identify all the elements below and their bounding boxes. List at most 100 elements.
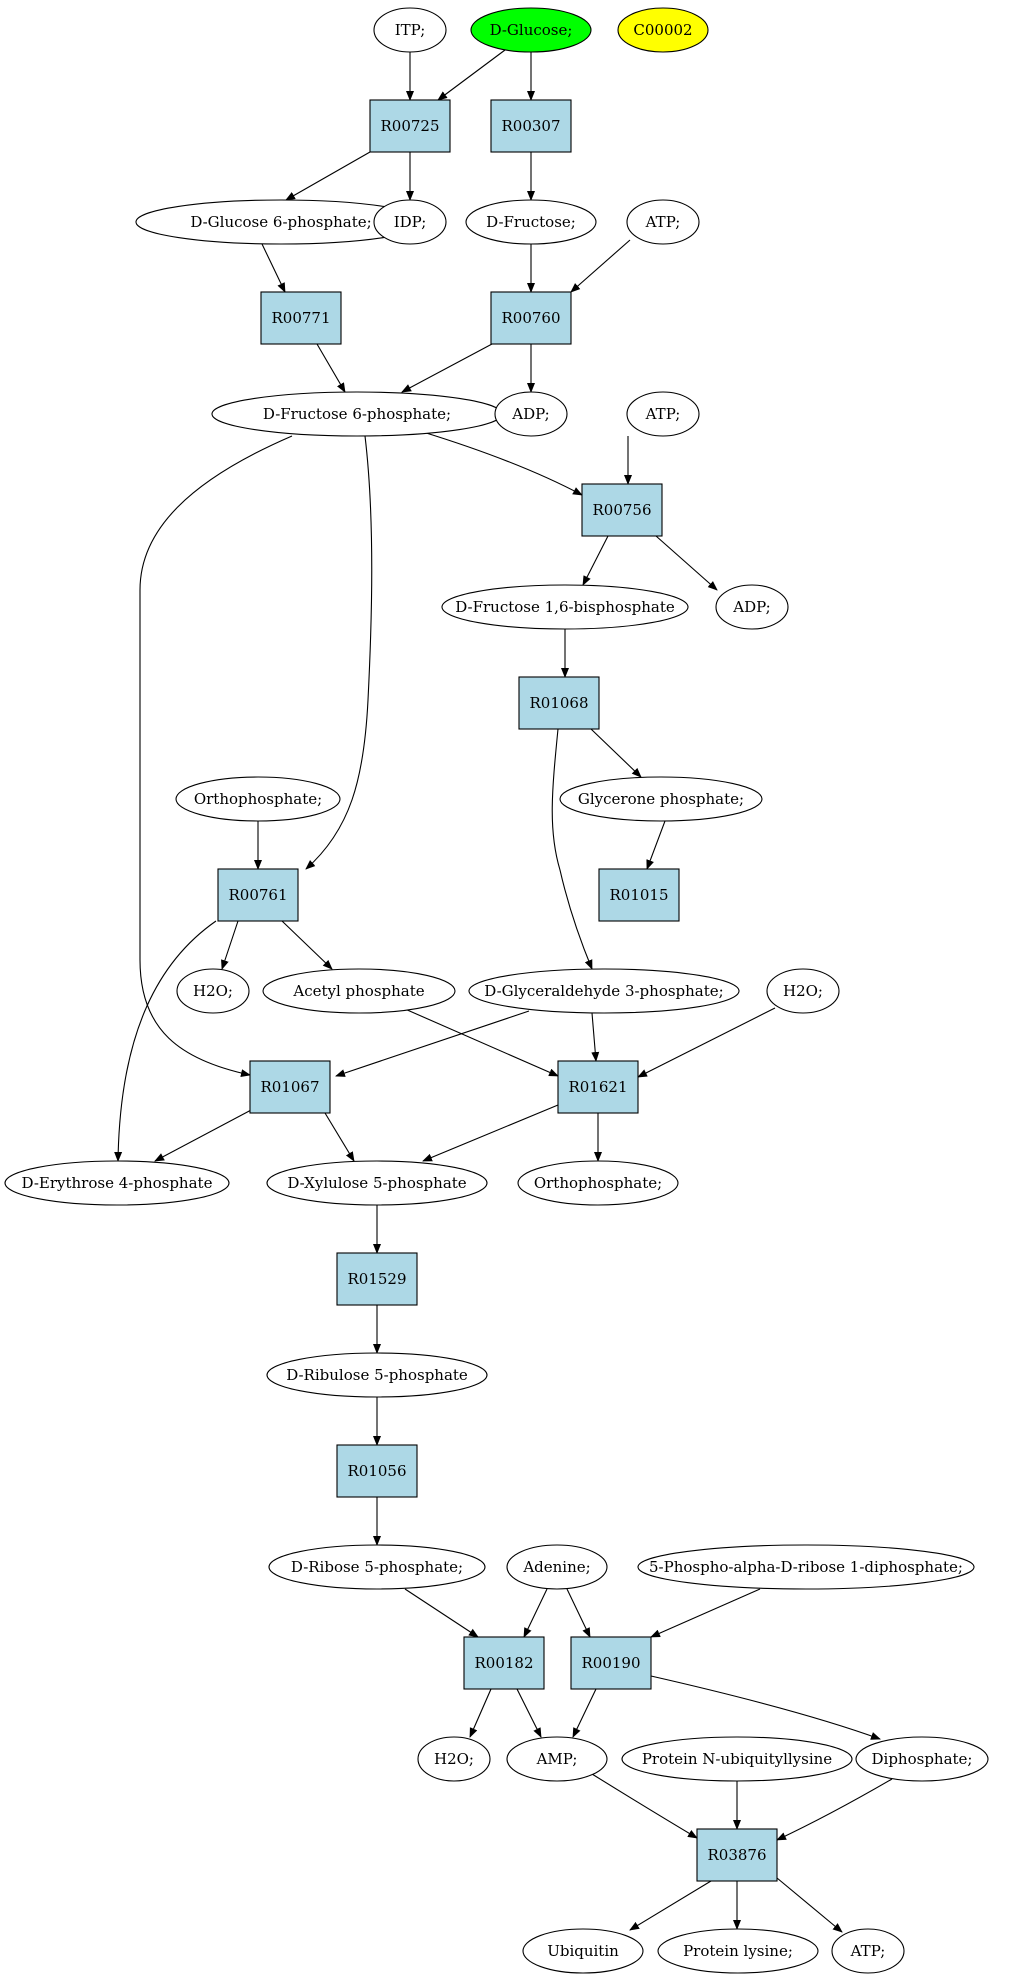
compound-node-protein-lysine[interactable]: Protein lysine;: [657, 1928, 819, 1974]
compound-ellipse: [176, 968, 250, 1014]
compound-node-protein-n-ubiq[interactable]: Protein N-ubiquityllysine: [621, 1736, 853, 1782]
reaction-node-r00761[interactable]: R00761: [217, 868, 299, 922]
compound-node-d-glucose-6p[interactable]: D-Glucose 6-phosphate;: [135, 199, 427, 245]
compound-ellipse: [626, 391, 700, 437]
compound-label: ATP;: [645, 213, 681, 231]
reaction-label: R00190: [581, 1654, 640, 1672]
reaction-node-r01015[interactable]: R01015: [598, 868, 680, 922]
compound-label: Diphosphate;: [872, 1750, 973, 1768]
edge-arrow: [335, 1010, 530, 1077]
compound-label: D-Xylulose 5-phosphate: [287, 1174, 466, 1192]
reaction-box: [463, 1636, 545, 1690]
edge-arrow: [582, 535, 609, 586]
edge-arrow: [629, 1880, 712, 1931]
reaction-node-r00190[interactable]: R00190: [570, 1636, 652, 1690]
compound-node-d-glyceraldehyde-3p[interactable]: D-Glyceraldehyde 3-phosphate;: [468, 968, 740, 1014]
reaction-label: R00725: [380, 117, 439, 135]
compound-node-adenine[interactable]: Adenine;: [506, 1544, 608, 1590]
compound-node-prpp[interactable]: 5-Phospho-alpha-D-ribose 1-diphosphate;: [637, 1544, 975, 1590]
compound-label: ATP;: [850, 1942, 886, 1960]
edge-arrow: [305, 435, 373, 870]
compound-ellipse: [441, 584, 689, 630]
compound-ellipse: [175, 776, 341, 822]
compound-label: D-Ribulose 5-phosphate: [286, 1366, 468, 1384]
compound-label: Adenine;: [522, 1558, 590, 1576]
reaction-label: R01067: [260, 1078, 319, 1096]
edge-arrow: [281, 920, 333, 970]
compound-node-diphosphate[interactable]: Diphosphate;: [855, 1736, 989, 1782]
edge-arrow: [551, 728, 593, 970]
compound-node-h2o2[interactable]: H2O;: [766, 968, 840, 1014]
reaction-box: [217, 868, 299, 922]
compound-node-adp1[interactable]: ADP;: [494, 391, 568, 437]
compound-ellipse: [621, 1736, 853, 1782]
compound-node-d-fructose-6p[interactable]: D-Fructose 6-phosphate;: [211, 391, 503, 437]
reaction-label: R03876: [707, 1846, 766, 1864]
edge-arrow: [590, 728, 642, 778]
edge-arrow: [139, 435, 293, 1078]
compound-label: ADP;: [511, 405, 549, 423]
compound-ellipse: [417, 1736, 491, 1782]
compound-ellipse: [626, 199, 700, 245]
reaction-node-r00756[interactable]: R00756: [581, 483, 663, 537]
compound-node-d-fructose[interactable]: D-Fructose;: [465, 199, 597, 245]
reaction-node-r00760[interactable]: R00760: [490, 291, 572, 345]
compound-label: 5-Phospho-alpha-D-ribose 1-diphosphate;: [649, 1558, 963, 1576]
compound-node-d-xylulose-5p[interactable]: D-Xylulose 5-phosphate: [266, 1160, 488, 1206]
compound-ellipse: [637, 1544, 975, 1590]
compound-node-amp[interactable]: AMP;: [506, 1736, 608, 1782]
reaction-node-r00307[interactable]: R00307: [490, 99, 572, 153]
compound-node-h2o3[interactable]: H2O;: [417, 1736, 491, 1782]
compound-node-h2o1[interactable]: H2O;: [176, 968, 250, 1014]
reaction-node-r01068[interactable]: R01068: [518, 676, 600, 730]
compound-node-c00002[interactable]: C00002: [617, 7, 709, 53]
reaction-box: [336, 1252, 418, 1306]
reaction-node-r01056[interactable]: R01056: [336, 1444, 418, 1498]
compound-node-itp[interactable]: ITP;: [373, 7, 447, 53]
edge-arrow: [316, 343, 346, 393]
edge-arrow: [655, 535, 718, 591]
compound-node-d-erythrose-4p[interactable]: D-Erythrose 4-phosphate: [4, 1160, 230, 1206]
reaction-node-r01067[interactable]: R01067: [249, 1060, 331, 1114]
compound-node-d-ribose-5p[interactable]: D-Ribose 5-phosphate;: [268, 1544, 486, 1590]
reaction-box: [260, 291, 342, 345]
reaction-node-r01621[interactable]: R01621: [557, 1060, 639, 1114]
compound-label: ITP;: [395, 21, 426, 39]
edge-arrow: [650, 1675, 881, 1740]
reaction-label: R01529: [347, 1270, 406, 1288]
compound-node-acetyl-p[interactable]: Acetyl phosphate: [262, 968, 456, 1014]
reaction-box: [518, 676, 600, 730]
compound-ellipse: [657, 1928, 819, 1974]
reaction-node-r00725[interactable]: R00725: [369, 99, 451, 153]
compound-node-atp1[interactable]: ATP;: [626, 199, 700, 245]
reaction-node-r00182[interactable]: R00182: [463, 1636, 545, 1690]
compound-label: D-Fructose 1,6-bisphosphate: [455, 598, 675, 616]
edge-arrow: [221, 920, 239, 970]
compound-node-d-glucose[interactable]: D-Glucose;: [470, 7, 592, 53]
reaction-node-r01529[interactable]: R01529: [336, 1252, 418, 1306]
reaction-box: [490, 99, 572, 153]
compound-node-ubiquitin[interactable]: Ubiquitin: [522, 1928, 644, 1974]
compound-node-orthophosphate2[interactable]: Orthophosphate;: [517, 1160, 679, 1206]
compound-node-atp3[interactable]: ATP;: [831, 1928, 905, 1974]
compound-node-adp2[interactable]: ADP;: [715, 584, 789, 630]
compound-node-d-fructose-16bp[interactable]: D-Fructose 1,6-bisphosphate: [441, 584, 689, 630]
compound-node-orthophosphate1[interactable]: Orthophosphate;: [175, 776, 341, 822]
compound-node-atp2[interactable]: ATP;: [626, 391, 700, 437]
compound-label: Ubiquitin: [547, 1942, 619, 1960]
compound-ellipse: [855, 1736, 989, 1782]
edge-arrow: [637, 1007, 776, 1078]
reaction-node-r00771[interactable]: R00771: [260, 291, 342, 345]
edge-arrow: [114, 920, 217, 1162]
compound-ellipse: [766, 968, 840, 1014]
compound-label: D-Ribose 5-phosphate;: [291, 1558, 463, 1576]
edge-arrow: [422, 431, 583, 496]
reaction-box: [336, 1444, 418, 1498]
compound-node-d-ribulose-5p[interactable]: D-Ribulose 5-phosphate: [266, 1352, 488, 1398]
reaction-node-r03876[interactable]: R03876: [696, 1828, 778, 1882]
compound-node-idp[interactable]: IDP;: [373, 199, 447, 245]
compound-ellipse: [506, 1736, 608, 1782]
compound-node-glycerone-p[interactable]: Glycerone phosphate;: [559, 776, 763, 822]
